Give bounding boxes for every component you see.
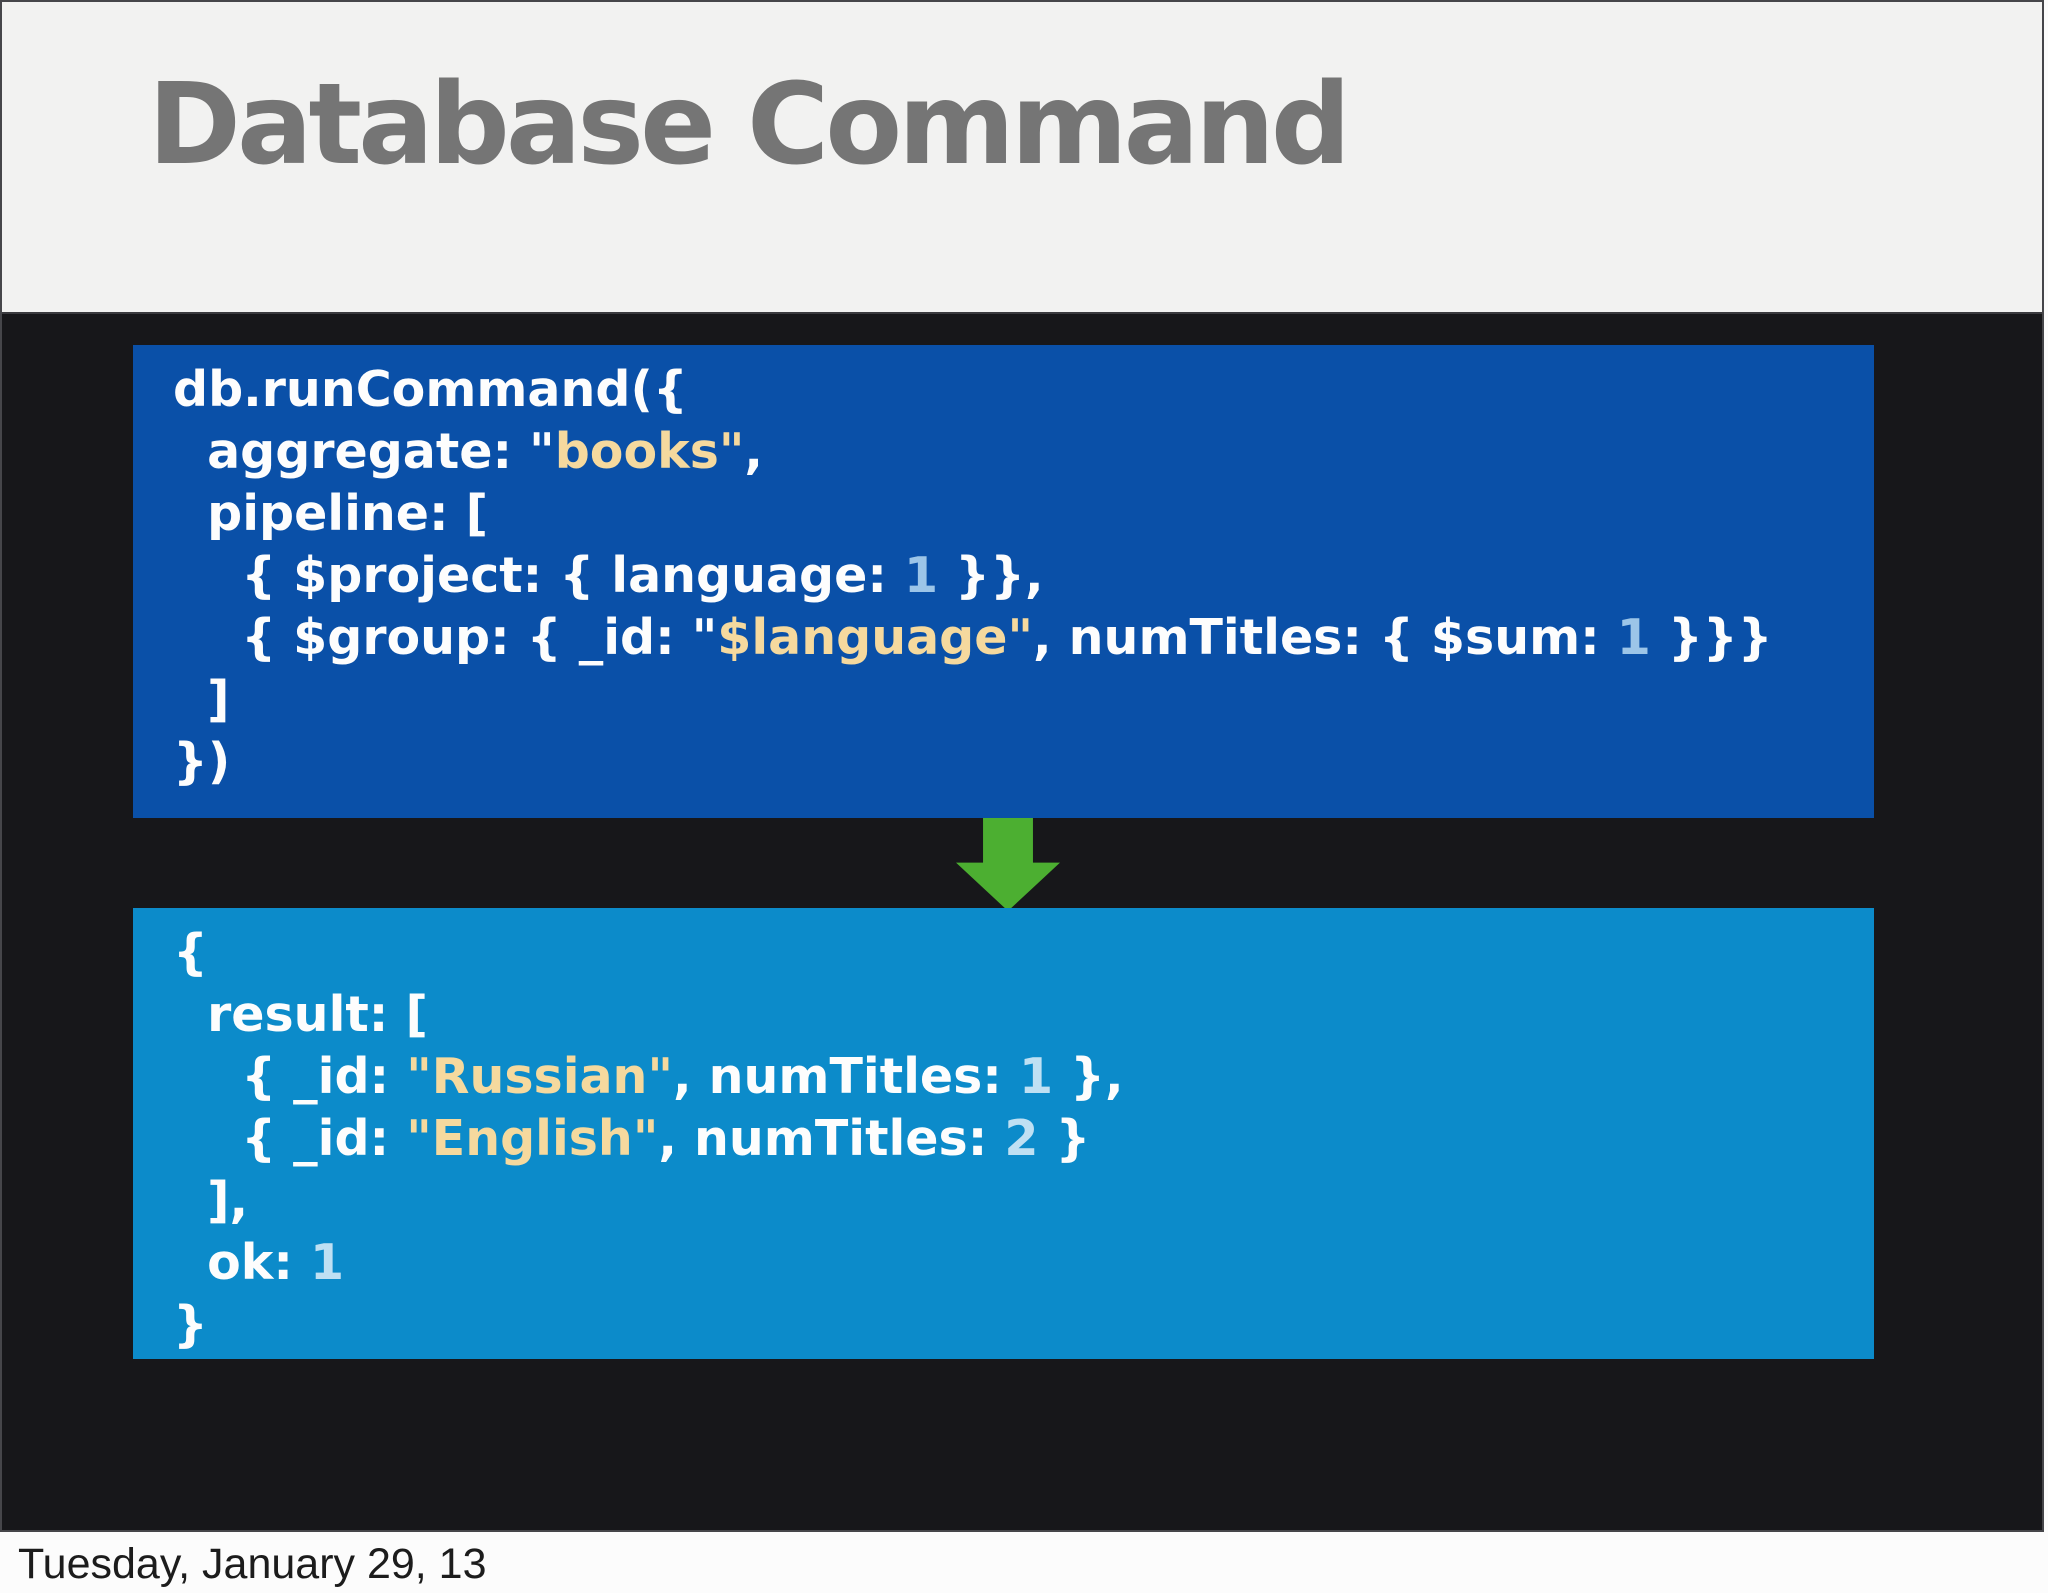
code-token: } (1038, 1110, 1091, 1167)
command-code-box: db.runCommand({ aggregate: "books", pipe… (133, 345, 1874, 818)
code-line: pipeline: [ (173, 483, 1834, 545)
code-token: { $group: { _id: " (173, 609, 718, 666)
code-token: }}, (938, 547, 1044, 604)
code-line: { $group: { _id: "$language", numTitles:… (173, 607, 1834, 669)
code-token: pipeline: [ (173, 485, 489, 542)
code-token: } (173, 1296, 208, 1353)
code-token: { $project: { language: (173, 547, 905, 604)
code-token: , numTitles: (658, 1110, 1005, 1167)
code-line: { _id: "Russian", numTitles: 1 }, (173, 1046, 1834, 1108)
code-string-token: $language" (717, 609, 1033, 666)
code-token: }}} (1650, 609, 1773, 666)
code-line: }) (173, 731, 1834, 793)
code-string-token: "English" (406, 1110, 659, 1167)
code-token: aggregate: " (173, 423, 555, 480)
code-token: ] (173, 671, 230, 728)
code-line: { _id: "English", numTitles: 2 } (173, 1108, 1834, 1170)
code-token: , (744, 423, 764, 480)
code-token: { _id: (173, 1048, 407, 1105)
code-line: result: [ (173, 984, 1834, 1046)
code-string-token: "Russian" (406, 1048, 673, 1105)
code-number-token: 2 (1004, 1110, 1039, 1167)
code-line: aggregate: "books", (173, 421, 1834, 483)
code-number-token: 1 (1018, 1048, 1054, 1105)
down-arrow-icon (956, 818, 1060, 911)
code-token: { _id: (173, 1110, 407, 1167)
code-line: ] (173, 669, 1834, 731)
code-token: ok: (173, 1234, 311, 1291)
code-token: , numTitles: (672, 1048, 1019, 1105)
code-line: db.runCommand({ (173, 359, 1834, 421)
code-token: }) (173, 733, 231, 790)
page-title: Database Command (148, 60, 1351, 190)
code-token: ], (173, 1172, 249, 1229)
command-code: db.runCommand({ aggregate: "books", pipe… (133, 345, 1874, 807)
code-line: { (173, 922, 1834, 984)
slide: Database Command db.runCommand({ aggrega… (0, 0, 2044, 1532)
code-number-token: 1 (310, 1234, 345, 1291)
code-string-token: books" (554, 423, 745, 480)
code-line: ], (173, 1170, 1834, 1232)
slide-header: Database Command (2, 2, 2042, 314)
code-line: ok: 1 (173, 1232, 1834, 1294)
code-token: }, (1053, 1048, 1124, 1105)
code-line: { $project: { language: 1 }}, (173, 545, 1834, 607)
code-token: { (173, 924, 208, 981)
code-token: result: [ (173, 986, 428, 1043)
footer-date: Tuesday, January 29, 13 (18, 1540, 487, 1588)
code-token: db.runCommand({ (173, 361, 688, 418)
code-token: , numTitles: { $sum: (1033, 609, 1617, 666)
code-line: } (173, 1294, 1834, 1356)
result-code-box: { result: [ { _id: "Russian", numTitles:… (133, 908, 1874, 1359)
result-code: { result: [ { _id: "Russian", numTitles:… (133, 908, 1874, 1370)
code-number-token: 1 (904, 547, 939, 604)
code-number-token: 1 (1616, 609, 1651, 666)
